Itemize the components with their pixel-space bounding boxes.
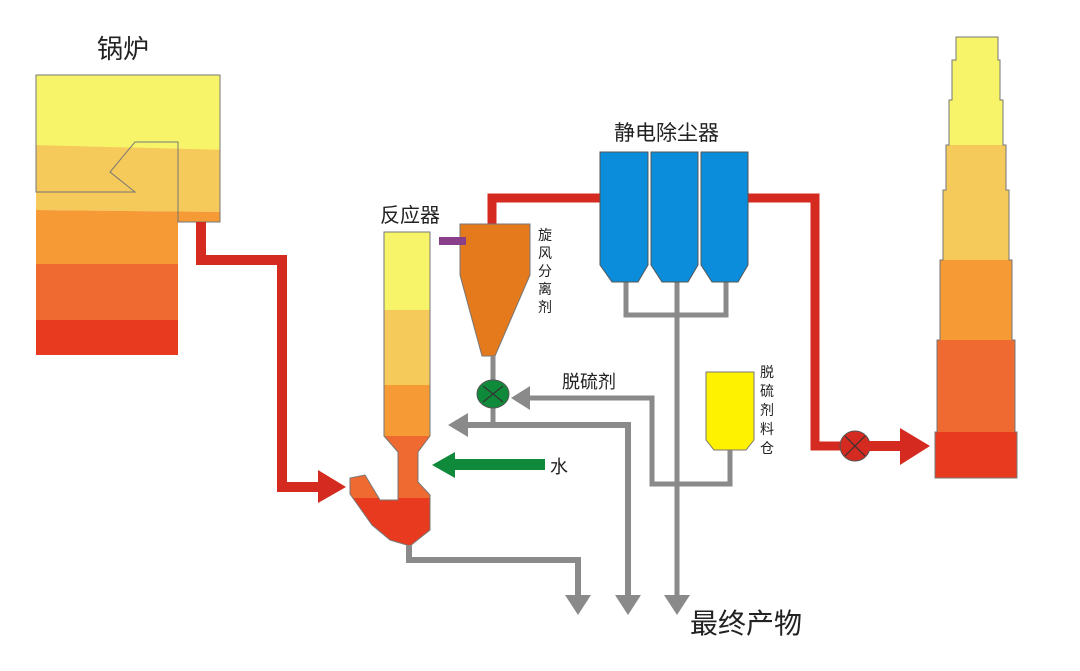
recycle-pipe	[465, 422, 631, 597]
flue-pipe-cyclone-esp	[487, 193, 602, 226]
water-arrow	[432, 452, 455, 478]
desulfurizer-feed-pipe	[528, 395, 733, 487]
arrow-into-reactor-recycle	[448, 413, 468, 437]
svg-text:脱硫剂料仓: 脱硫剂料仓	[760, 365, 774, 457]
reactor-label: 反应器	[380, 203, 440, 227]
valve-cross-icon	[482, 385, 504, 403]
boiler-label: 锅炉	[97, 35, 149, 65]
arrow-desulfurizer	[511, 386, 530, 410]
flue-pipe-to-chimney	[869, 441, 903, 451]
arrow-final-3	[664, 595, 690, 615]
water-label: 水	[550, 457, 568, 478]
cyclone-label: 旋风分离剂	[538, 228, 552, 316]
arrow-final-1	[565, 595, 591, 615]
arrow-into-chimney	[900, 428, 930, 465]
cyclone-separator	[459, 223, 531, 357]
arrow-final-2	[615, 595, 641, 615]
arrow-into-reactor	[318, 470, 346, 503]
esp-label: 静电除尘器	[614, 121, 719, 145]
desulfurizer-label: 脱硫剂	[562, 372, 616, 393]
valve-cross-icon	[844, 435, 866, 457]
flue-pipe-esp-chimney	[746, 193, 840, 451]
water-pipe	[452, 459, 545, 470]
desulfurizer-silo	[705, 371, 755, 451]
svg-text:旋风分离剂: 旋风分离剂	[538, 228, 552, 316]
reactor-cyclone-connector	[439, 237, 466, 245]
reactor-ash-pipe	[406, 545, 581, 597]
flue-pipe-boiler-reactor	[196, 222, 322, 492]
chimney	[935, 37, 1017, 478]
final-products-label: 最终产物	[690, 607, 802, 640]
silo-label: 脱硫剂料仓	[760, 365, 774, 457]
electrostatic-precipitator[interactable]	[599, 151, 749, 283]
boiler	[36, 75, 220, 355]
reactor	[350, 232, 430, 546]
